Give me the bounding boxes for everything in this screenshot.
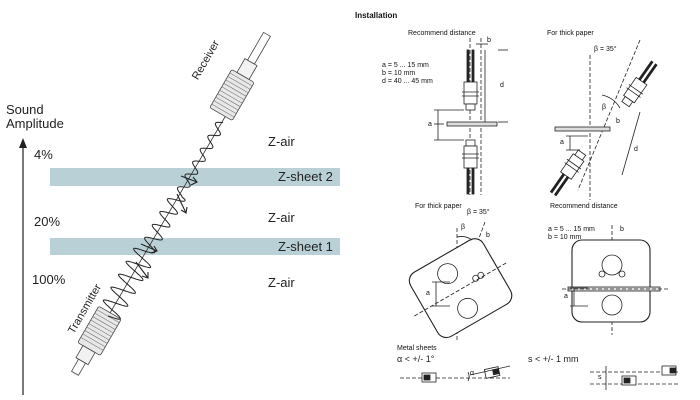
panel5-heading: Metal sheets — [397, 345, 437, 352]
panel2-heading: For thick paper — [547, 30, 594, 37]
panel4-spec-b: b = 10 mm — [548, 234, 582, 241]
panel5-tol-right: s < +/- 1 mm — [528, 354, 579, 364]
sound-wave — [102, 121, 224, 320]
panel1-spec-a: a = 5 ... 15 mm — [382, 62, 429, 69]
installation-title: Installation — [355, 11, 398, 20]
panel5-drawing — [400, 365, 680, 390]
panel4-dim-b: b — [620, 226, 624, 233]
installation-sheet: Installation Recommend distance a = 5 ..… — [340, 0, 700, 400]
panel3-dim-a: a — [426, 290, 430, 297]
left-diagram: Sound Amplitude 4% 20% 100% Z-air Z-shee… — [0, 0, 340, 400]
level-4-percent: 4% — [34, 147, 53, 162]
panel5-dim-s: s — [598, 374, 602, 381]
z-sheet-2-band — [50, 168, 340, 186]
panel3-angle: β = 35° — [467, 209, 490, 216]
panel3-heading: For thick paper — [415, 203, 462, 210]
panel1-drawing — [434, 38, 508, 195]
panel3-drawing — [408, 221, 513, 340]
layer-z-air-top: Z-air — [268, 134, 295, 149]
panel1-dim-a: a — [428, 121, 432, 128]
panel3-dim-beta: β — [461, 224, 466, 231]
layer-z-sheet-2: Z-sheet 2 — [278, 169, 333, 184]
axis-title-sound: Sound — [6, 102, 44, 117]
panel4-dim-a: a — [564, 293, 568, 300]
panel1-dim-d: d — [500, 82, 504, 89]
panel2-dim-d: d — [634, 146, 638, 153]
amplitude-axis-arrowhead — [19, 138, 27, 148]
panel1-spec-b: b = 10 mm — [382, 70, 416, 77]
axis-title-amplitude: Amplitude — [6, 116, 64, 131]
panel3-dim-b: b — [486, 232, 490, 239]
panel1-heading: Recommend distance — [408, 30, 476, 37]
level-100-percent: 100% — [32, 272, 66, 287]
left-diagram-graphics — [19, 31, 340, 395]
panel4-heading: Recommend distance — [550, 203, 618, 210]
panel5-dim-alpha: α — [470, 370, 475, 377]
panel2-dim-b: b — [616, 118, 620, 125]
panel2-dim-beta: β — [602, 104, 607, 111]
level-20-percent: 20% — [34, 214, 61, 229]
transmitter-sensor — [70, 306, 121, 376]
panel2-drawing — [549, 39, 658, 200]
panel4-spec-a: a = 5 ... 15 mm — [548, 226, 595, 233]
reflection-arrows — [135, 175, 198, 279]
panel4-drawing — [562, 225, 668, 335]
layer-z-sheet-1: Z-sheet 1 — [278, 239, 333, 254]
installation-graphics — [400, 38, 680, 390]
beam-axis — [99, 104, 233, 331]
panel1-dim-b: b — [487, 37, 491, 44]
panel5-tol-left: α < +/- 1° — [397, 354, 435, 364]
layer-z-air-bottom: Z-air — [268, 275, 295, 290]
panel1-spec-d: d = 40 ... 45 mm — [382, 78, 433, 85]
layer-z-air-middle: Z-air — [268, 210, 295, 225]
panel2-dim-a: a — [560, 139, 564, 146]
receiver-sensor — [210, 31, 272, 121]
panel2-angle: β = 35° — [594, 46, 617, 53]
z-sheet-1-band — [50, 238, 340, 255]
